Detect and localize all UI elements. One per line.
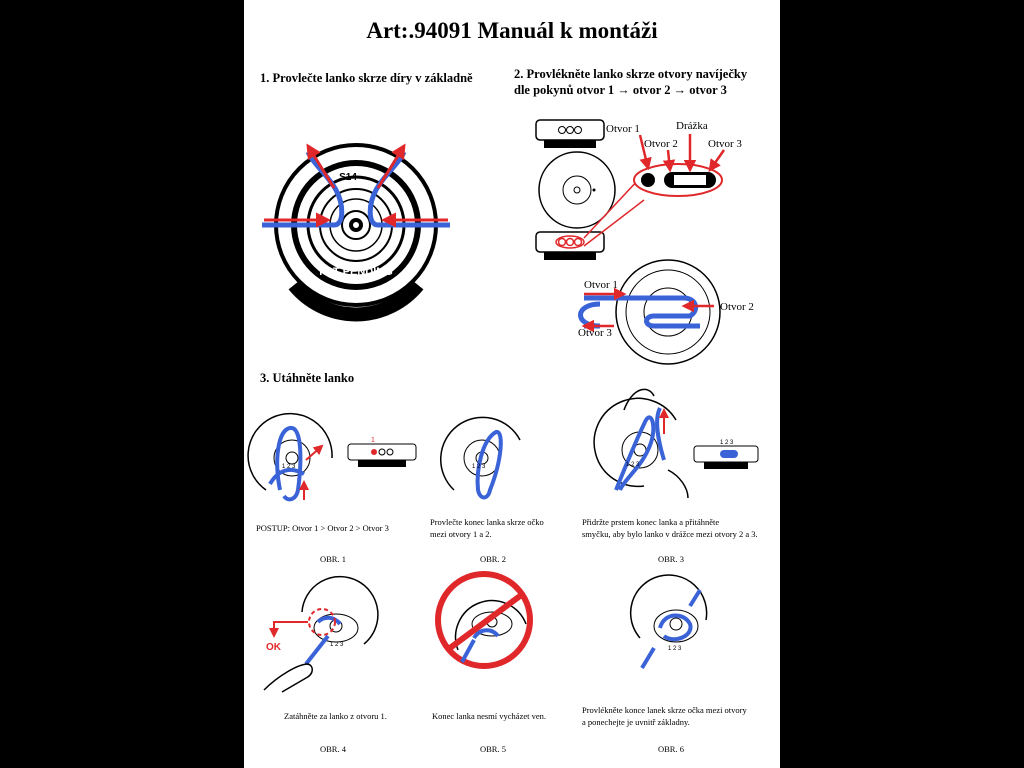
figure-1-illustration: 1 2 3 1 xyxy=(247,412,417,502)
page-title: Art:.94091 Manuál k montáži xyxy=(366,18,658,43)
label-drazka: Drážka xyxy=(676,120,708,132)
figure-6-label: OBR. 6 xyxy=(658,744,684,754)
figure-2-caption-line2: mezi otvory 1 a 2. xyxy=(430,529,492,539)
figure-3-illustration: 1 2 3 1 2 3 xyxy=(593,388,759,499)
figure-5-illustration xyxy=(435,571,533,669)
step3-heading: 3. Utáhněte lanko xyxy=(260,371,355,385)
step2-spool-views: Otvor 1 Otvor 2 Drážka Otvor 3 xyxy=(535,119,742,260)
svg-text:1 2 3: 1 2 3 xyxy=(720,440,734,446)
figure-6-caption-line2: a ponechejte je uvnitř základny. xyxy=(582,717,690,727)
svg-text:1 2 3: 1 2 3 xyxy=(330,642,344,648)
step1-heading: 1. Provlečte lanko skrze díry v základně xyxy=(260,71,473,85)
illustrations: PAT PENDING S14 xyxy=(247,119,759,693)
figure-4-caption: Zatáhněte za lanko z otvoru 1. xyxy=(284,711,387,721)
figure-6-caption-line1: Provlékněte konce lanek skrze očka mezi … xyxy=(582,705,747,715)
figure-4-label: OBR. 4 xyxy=(320,744,346,754)
step2-threading-diagram: Otvor 1 Otvor 2 Otvor 3 xyxy=(578,259,754,365)
figure-3-caption-line1: Přidržte prstem konec lanka a přitáhněte xyxy=(582,517,720,527)
figure-5-caption: Konec lanka nesmí vycházet ven. xyxy=(432,711,546,721)
figure-1-caption: POSTUP: Otvor 1 > Otvor 2 > Otvor 3 xyxy=(256,523,389,533)
figure-3-caption-line2: smyčku, aby bylo lanko v drážce mezi otv… xyxy=(582,529,758,539)
manual-page: Art:.94091 Manuál k montáži 1. Provlečte… xyxy=(244,0,780,768)
figure-3-label: OBR. 3 xyxy=(658,554,684,564)
step1-spool-illustration: PAT PENDING S14 xyxy=(262,143,450,322)
svg-text:1 2 3: 1 2 3 xyxy=(626,462,640,468)
ok-label: OK xyxy=(266,642,282,653)
label-otvor2-bottom: Otvor 2 xyxy=(720,301,754,313)
figure-2-caption-line1: Provlečte konec lanka skrze očko xyxy=(430,517,544,527)
step2-heading-line2: dle pokynů otvor 1 → otvor 2 → otvor 3 xyxy=(514,83,727,97)
figure-2-illustration: 1 2 3 xyxy=(440,416,521,500)
label-otvor2-top: Otvor 2 xyxy=(644,138,678,150)
svg-text:1 2 3: 1 2 3 xyxy=(668,646,682,652)
svg-text:1: 1 xyxy=(371,437,375,444)
label-otvor3-bottom: Otvor 3 xyxy=(578,327,612,339)
figure-5-label: OBR. 5 xyxy=(480,744,506,754)
label-otvor1-top: Otvor 1 xyxy=(606,123,640,135)
figure-4-illustration: OK 1 2 3 xyxy=(263,575,379,693)
figure-1-label: OBR. 1 xyxy=(320,554,346,564)
svg-text:1 2 3: 1 2 3 xyxy=(282,464,296,470)
label-otvor1-bottom: Otvor 1 xyxy=(584,279,618,291)
figure-2-label: OBR. 2 xyxy=(480,554,506,564)
label-otvor3-top: Otvor 3 xyxy=(708,138,742,150)
figure-6-illustration: 1 2 3 xyxy=(629,574,708,670)
spool-mark: S14 xyxy=(339,172,357,183)
step2-heading-line1: 2. Provlékněte lanko skrze otvory navíje… xyxy=(514,67,748,81)
svg-text:1 2 3: 1 2 3 xyxy=(472,464,486,470)
spool-pat-text: PAT PENDING xyxy=(319,266,393,278)
